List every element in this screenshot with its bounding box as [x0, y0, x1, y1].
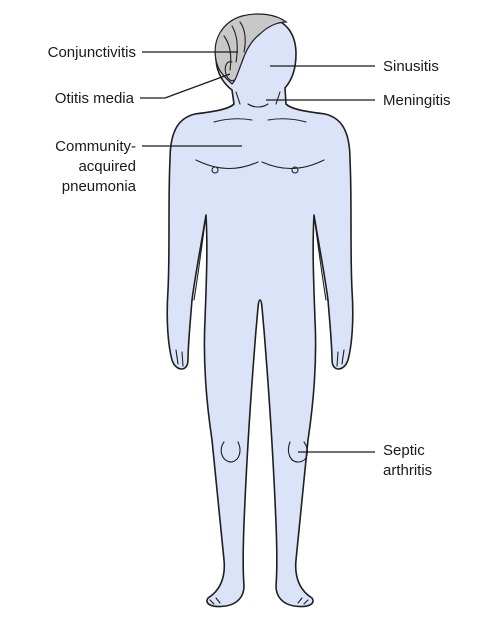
- body-silhouette: [167, 17, 353, 606]
- label-community-acquired-pneumonia: Community- acquired pneumonia: [0, 137, 136, 197]
- label-sinusitis: Sinusitis: [383, 57, 479, 77]
- leader-otitis-media-diag: [165, 74, 230, 98]
- label-septic-arthritis: Septic arthritis: [383, 441, 479, 481]
- label-meningitis: Meningitis: [383, 91, 479, 111]
- label-otitis-media: Otitis media: [0, 89, 134, 109]
- label-conjunctivitis: Conjunctivitis: [0, 43, 136, 63]
